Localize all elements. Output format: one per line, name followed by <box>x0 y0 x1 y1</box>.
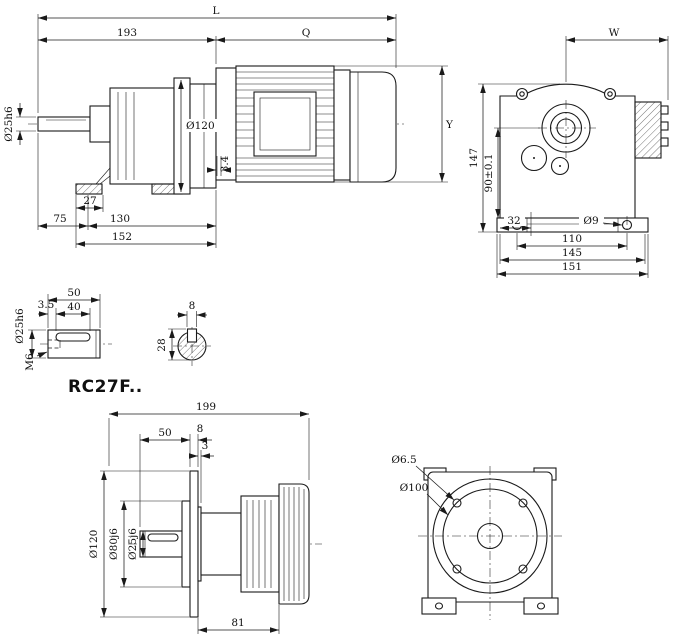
dim-label-199: 199 <box>196 401 216 413</box>
dim-label-gap: 3.4 <box>219 155 231 172</box>
motor-adapter <box>189 83 217 189</box>
coupling-tooth <box>660 121 669 131</box>
side-view-dimensions: L 193 Q Ø25h6 Ø120 3.4 Y <box>3 5 454 248</box>
leader-bolt-hole <box>415 465 455 501</box>
leader-foot-hole <box>602 221 623 227</box>
mounting-foot-front <box>75 183 103 195</box>
dim-label-bolt-circle-dia: Ø100 <box>400 482 429 494</box>
foot-hole <box>536 602 546 610</box>
side-view-geometry <box>37 65 397 195</box>
coupling-tooth <box>660 105 669 115</box>
dim-label-27: 27 <box>83 195 96 207</box>
leader-bolt-circle <box>426 493 449 516</box>
dim-label-shaft-dia: Ø25h6 <box>3 106 15 142</box>
dim-label-90: 90±0.1 <box>483 154 495 193</box>
flange-view-dimensions: 199 50 8 3 Ø120 Ø80j6 Ø25j6 81 <box>88 401 310 634</box>
dim-label-m6: M6 <box>24 353 36 371</box>
dim-label-3-5: 3.5 <box>38 299 55 311</box>
flange-view-geometry <box>139 470 310 618</box>
dim-label-flange-dia: Ø120 <box>186 120 215 132</box>
dim-label-145: 145 <box>562 247 582 259</box>
bearing-housing <box>200 512 242 576</box>
bolt-hole <box>518 564 528 574</box>
motor-coupling-section <box>634 101 662 159</box>
screw-boss <box>603 87 617 101</box>
screw-head <box>607 91 613 97</box>
dim-label-shaft-dia: Ø25j6 <box>127 528 139 560</box>
key-section-view: 8 28 <box>156 300 211 366</box>
shaft-detail-dimensions: 50 3.5 40 Ø25h6 M6 <box>14 287 101 371</box>
motor-nameplate-inner <box>259 97 311 151</box>
side-view: L 193 Q Ø25h6 Ø120 3.4 Y <box>3 5 454 248</box>
dim-label-50: 50 <box>67 287 80 299</box>
leader-m6 <box>36 351 48 358</box>
foot-bracket-line <box>95 167 111 185</box>
dim-label-152: 152 <box>112 231 132 243</box>
dim-label-shaft-dia: Ø25h6 <box>14 308 26 344</box>
model-label: RC27F.. <box>68 377 143 397</box>
output-flange <box>189 470 199 618</box>
dim-label-8: 8 <box>197 423 204 435</box>
screw-head <box>519 91 525 97</box>
key <box>186 328 198 343</box>
dim-label-151: 151 <box>562 261 582 273</box>
dim-label-32: 32 <box>507 215 520 227</box>
bolt-hole <box>518 498 528 508</box>
bolt-hole <box>452 498 462 508</box>
input-shaft-bore <box>550 156 570 176</box>
dim-label-8: 8 <box>189 300 196 312</box>
mounting-base <box>496 217 649 233</box>
bearing-cap <box>89 105 111 143</box>
dim-label-50: 50 <box>158 427 171 439</box>
dim-label-40: 40 <box>67 301 80 313</box>
shaft-body <box>47 329 101 359</box>
bolt-hole <box>452 564 462 574</box>
dim-label-110: 110 <box>562 233 582 245</box>
flange-face-geometry <box>418 466 562 620</box>
keyway-slot <box>55 332 91 342</box>
key-section-dimensions: 8 28 <box>156 300 207 361</box>
dim-label-flange-dia: Ø120 <box>88 530 100 559</box>
dim-label-193: 193 <box>117 27 137 39</box>
keyway-slot <box>147 533 179 542</box>
motor-nameplate <box>253 91 317 157</box>
coupling-tooth <box>660 137 669 147</box>
dim-label-75: 75 <box>53 213 66 225</box>
motor-fins <box>236 71 334 177</box>
dim-label-spigot-dia: Ø80j6 <box>108 528 120 560</box>
flange-face-view: Ø6.5 Ø100 <box>391 454 562 620</box>
motor-rear-endbell <box>333 69 351 181</box>
output-flange-disc <box>173 77 191 195</box>
intermediate-shaft-bore <box>520 144 548 172</box>
screw-boss <box>515 87 529 101</box>
dim-label-W: W <box>609 27 620 39</box>
end-view-geometry <box>496 83 669 234</box>
foot-hole <box>434 602 444 610</box>
gear-housing <box>109 87 175 185</box>
shaft-detail-view: 50 3.5 40 Ø25h6 M6 <box>14 287 112 371</box>
dim-label-3: 3 <box>202 440 209 452</box>
dim-label-Y: Y <box>445 119 454 131</box>
centering-spigot <box>181 500 191 588</box>
dim-label-foot-hole-dia: Ø9 <box>583 215 598 227</box>
dim-label-130: 130 <box>110 213 130 225</box>
bore-center <box>559 165 561 167</box>
mounting-foot <box>421 597 457 615</box>
dim-label-L: L <box>213 5 220 17</box>
flange-side-view: 199 50 8 3 Ø120 Ø80j6 Ø25j6 81 <box>88 401 322 634</box>
bore-center <box>533 157 535 159</box>
fan-cowl <box>349 71 397 183</box>
mounting-foot <box>523 597 559 615</box>
foot-bracket-line <box>99 175 111 185</box>
dim-label-bolt-hole-dia: Ø6.5 <box>391 454 416 466</box>
dim-label-28: 28 <box>156 338 168 351</box>
dim-label-147: 147 <box>468 148 480 168</box>
end-view: W 147 90±0.1 32 Ø9 110 145 <box>468 27 669 278</box>
flange-face-dimensions: Ø6.5 Ø100 <box>391 454 455 516</box>
output-shaft <box>37 116 91 132</box>
end-view-dimensions: W 147 90±0.1 32 Ø9 110 145 <box>468 27 669 278</box>
dim-label-Q: Q <box>302 27 311 39</box>
dim-label-81: 81 <box>231 617 244 629</box>
